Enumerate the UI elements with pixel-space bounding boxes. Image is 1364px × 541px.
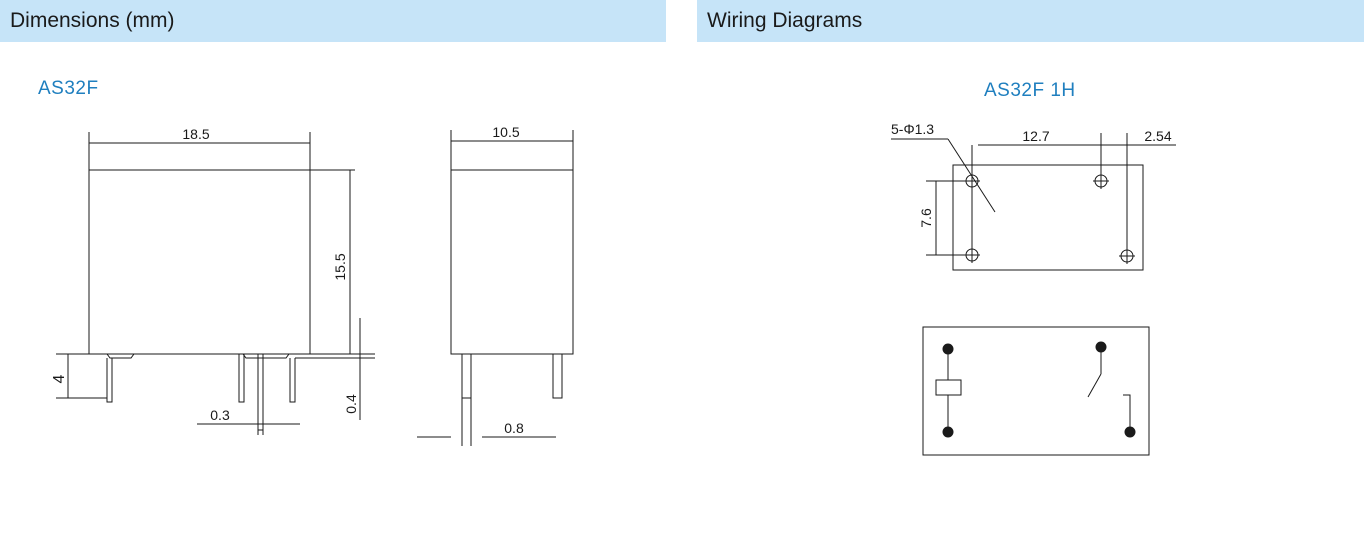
footprint-outline: [952, 164, 1144, 271]
coil-terminal-bottom: [942, 426, 954, 438]
coil-terminal-top: [942, 343, 954, 355]
front-pin-2: [238, 354, 245, 403]
side-view: 10.5 0.8: [417, 124, 574, 446]
switch-blade: [1087, 373, 1102, 398]
front-view: 18.5 4 15.5 0.4 0.3: [51, 126, 375, 435]
common-terminal: [1095, 341, 1107, 353]
wiring-schematic: [922, 326, 1150, 456]
hole-4: [1119, 248, 1135, 264]
dimensions-header-title: Dimensions (mm): [10, 9, 175, 32]
hole-2: [1093, 173, 1109, 189]
wiring-header-title: Wiring Diagrams: [707, 9, 863, 32]
no-contact-wire: [1123, 394, 1131, 432]
front-body-outline: [88, 169, 311, 355]
hole-3: [964, 247, 980, 263]
pitch-y-label: 7.6: [918, 208, 934, 228]
dim-pin-width-label: 0.8: [504, 420, 524, 436]
front-pin-3: [257, 354, 264, 431]
side-pin-right: [552, 354, 563, 399]
dim-height-label: 15.5: [332, 253, 348, 280]
side-pin-left: [461, 354, 472, 399]
dim-depth-label: 10.5: [492, 124, 519, 140]
pcb-footprint: 5-Φ1.3 12.7 2.54 7.6: [891, 121, 1176, 271]
pitch-x-label: 12.7: [1022, 128, 1049, 144]
front-pin-1: [106, 358, 113, 403]
side-body-outline: [450, 169, 574, 355]
wiring-model-label: AS32F 1H: [984, 80, 1076, 101]
wiring-header: Wiring Diagrams: [697, 0, 1364, 42]
dimensions-model-label: AS32F: [38, 78, 99, 99]
front-base-step: [89, 353, 310, 359]
dim-pin-thickness-label: 0.3: [210, 407, 230, 423]
schematic-outline: [922, 326, 1150, 456]
no-terminal: [1124, 426, 1136, 438]
dim-pin-length-label: 4: [51, 374, 68, 383]
pitch-small-label: 2.54: [1144, 128, 1171, 144]
dim-pin-offset-label: 0.4: [343, 394, 359, 414]
hole-1: [964, 173, 980, 189]
dim-width-label: 18.5: [182, 126, 209, 142]
coil-symbol: [935, 379, 962, 396]
hole-spec-label: 5-Φ1.3: [891, 121, 934, 137]
front-pin-4: [289, 358, 296, 403]
dimensions-header: Dimensions (mm): [0, 0, 666, 42]
